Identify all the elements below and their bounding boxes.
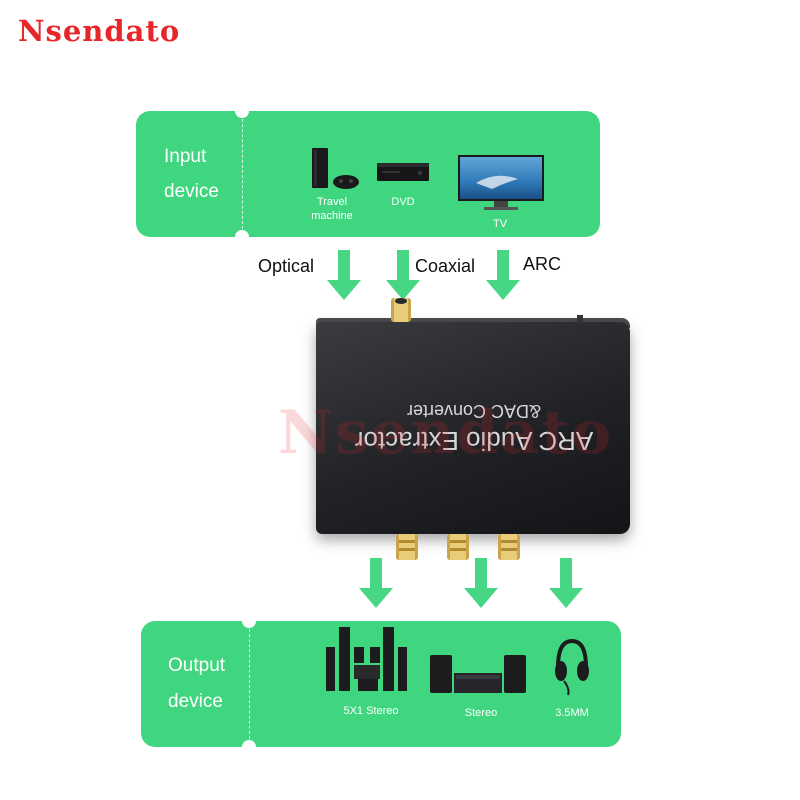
output-jack-2 <box>447 534 469 560</box>
output-title-line1: Output <box>168 655 226 676</box>
arc-audio-extractor-device <box>316 322 630 534</box>
arc-label: ARC <box>523 254 562 274</box>
device-label-dvd: DVD <box>391 196 415 208</box>
output-arrow-2-icon <box>464 558 498 608</box>
input-title-line2: device <box>164 181 219 202</box>
optical-label: Optical <box>258 256 315 276</box>
panel-notch-top <box>242 614 256 628</box>
stereo-speakers-icon <box>430 655 526 693</box>
device-label-stereo: Stereo <box>464 707 498 719</box>
game-console-icon <box>312 148 359 189</box>
device-label-5x1-stereo: 5X1 Stereo <box>343 705 399 717</box>
output-jack-3 <box>498 534 520 560</box>
output-device-panel: Output device 5X1 Stereo Stereo 3.5MM <box>141 614 621 754</box>
panel-divider <box>242 119 243 229</box>
arc-arrow-icon <box>486 250 520 300</box>
coaxial-label: Coaxial <box>415 256 476 276</box>
watermark: Nsendato <box>278 398 613 468</box>
headphones-icon <box>555 638 589 696</box>
coaxial-arrow-icon <box>386 250 420 300</box>
input-title-line1: Input <box>164 146 207 167</box>
panel-notch-bottom <box>242 740 256 754</box>
output-arrow-3-icon <box>549 558 583 608</box>
device-label-travel-machine: Travel machine <box>311 196 353 222</box>
panel-divider <box>249 629 250 739</box>
tv-icon <box>458 155 544 210</box>
device-label-tv: TV <box>492 218 508 230</box>
home-theater-speakers-icon <box>326 627 407 691</box>
brand-logo: Nsendato <box>18 14 181 48</box>
input-device-panel: Input device Travel machine DVD <box>136 104 600 244</box>
usb-power-port <box>577 315 583 323</box>
device-label-3-5mm: 3.5MM <box>555 707 589 719</box>
dvd-player-icon <box>377 163 429 181</box>
output-title-line2: device <box>168 691 223 712</box>
panel-notch-top <box>235 104 249 118</box>
output-jack-1 <box>396 534 418 560</box>
coaxial-input-jack <box>391 298 411 322</box>
optical-arrow-icon <box>327 250 361 300</box>
panel-notch-bottom <box>235 230 249 244</box>
output-arrow-1-icon <box>359 558 393 608</box>
